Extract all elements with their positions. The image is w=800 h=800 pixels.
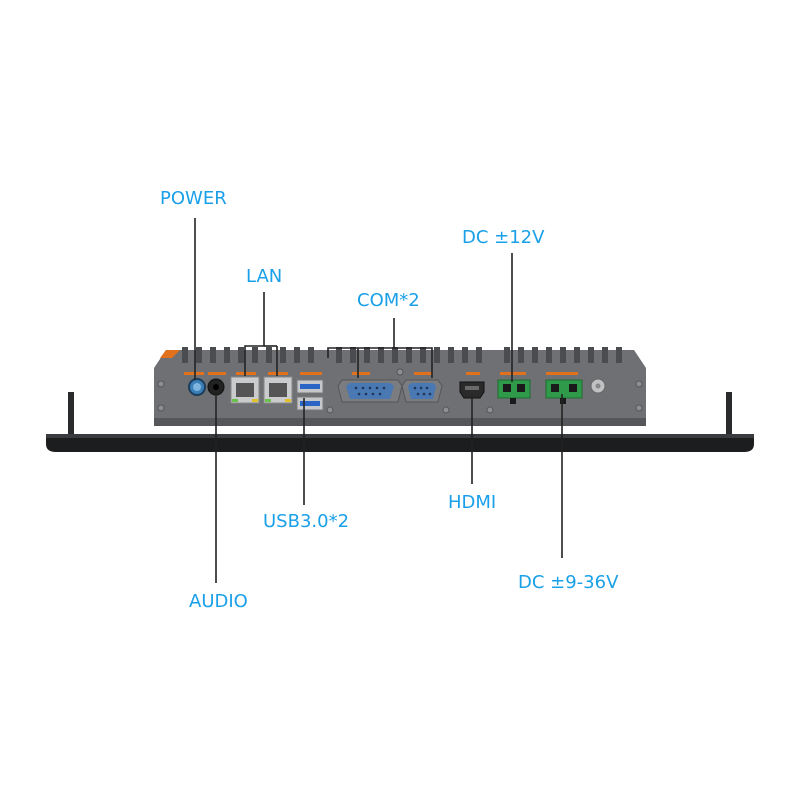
label-lan: LAN <box>246 266 283 287</box>
com-port-2 <box>401 379 443 403</box>
label-dc-12v: DC ±12V <box>462 227 545 248</box>
hdmi-port <box>459 381 485 399</box>
label-com: COM*2 <box>357 290 420 311</box>
leader-lan <box>244 292 265 376</box>
audio-jack-port <box>207 378 225 396</box>
com-port-1 <box>337 379 403 403</box>
label-usb: USB3.0*2 <box>263 511 350 532</box>
label-audio: AUDIO <box>189 591 248 612</box>
power-button-port <box>188 378 206 396</box>
label-power: POWER <box>160 188 227 209</box>
label-hdmi: HDMI <box>448 492 497 513</box>
usb-port-1 <box>296 379 324 394</box>
label-dc-9-36v: DC ±9-36V <box>518 572 619 593</box>
panel-bezel <box>46 392 754 452</box>
dc-in-terminal <box>545 379 583 404</box>
dc-out-terminal <box>497 379 531 404</box>
ground-stud <box>590 378 606 394</box>
leader-lines <box>194 218 563 583</box>
leader-com-bar <box>327 347 433 378</box>
lan-port-1 <box>230 376 260 404</box>
lan-port-2 <box>263 376 293 404</box>
usb-port-2 <box>296 396 324 411</box>
